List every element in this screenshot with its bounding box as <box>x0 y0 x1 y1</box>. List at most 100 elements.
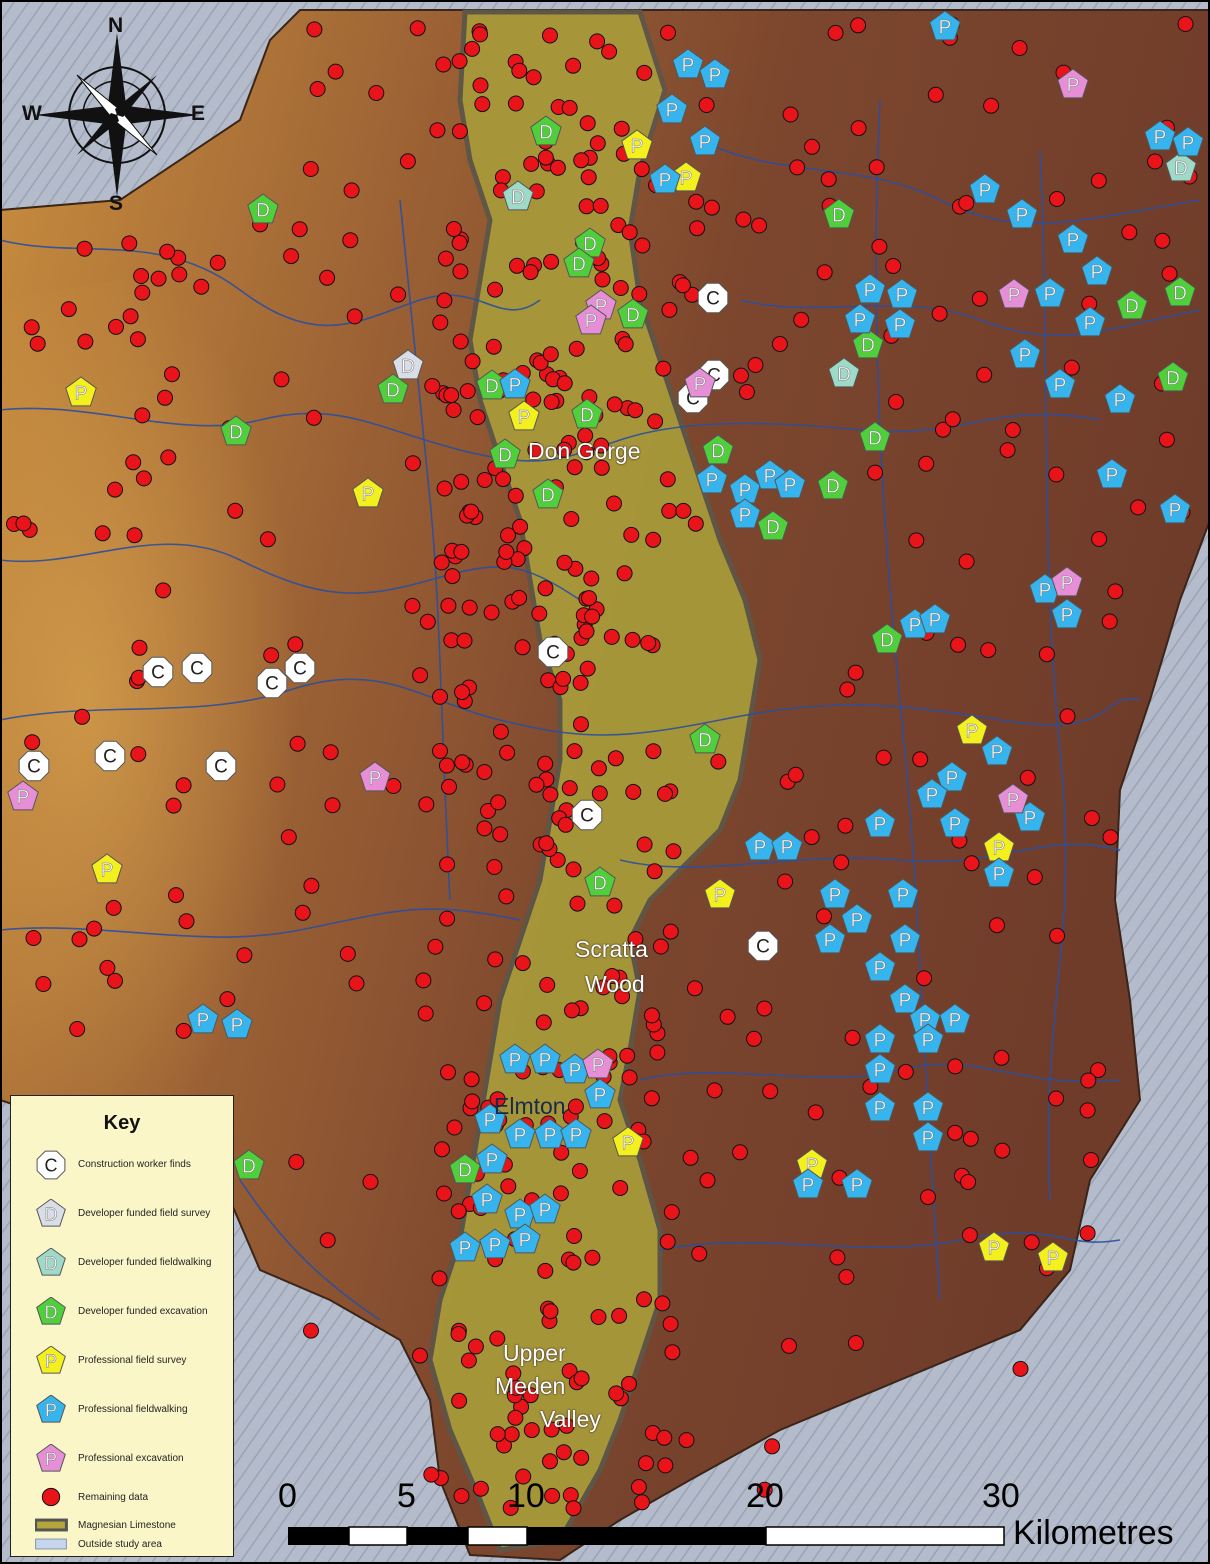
svg-text:D: D <box>580 406 594 427</box>
remaining-data-point <box>343 182 360 199</box>
svg-text:P: P <box>1169 501 1182 522</box>
remaining-data-point <box>885 258 902 274</box>
remaining-data-point <box>514 639 531 656</box>
remaining-data-point <box>691 1245 708 1262</box>
remaining-data-point <box>1083 810 1100 827</box>
remaining-data-point <box>675 502 692 519</box>
svg-text:D: D <box>1125 297 1139 318</box>
remaining-data-point <box>525 391 542 408</box>
find-symbol-45: P <box>508 400 540 431</box>
remaining-data-point <box>543 253 560 270</box>
remaining-data-point <box>535 1014 552 1031</box>
compass-s-label: S <box>109 192 124 215</box>
svg-text:P: P <box>631 137 644 158</box>
remaining-data-point <box>566 1228 583 1244</box>
remaining-data-point <box>569 895 586 912</box>
key-item-label: Magnesian Limestone <box>78 1520 176 1531</box>
key-item-7: Remaining data <box>11 1482 235 1516</box>
compass-n-label: N <box>108 14 124 37</box>
remaining-data-point <box>1049 191 1065 207</box>
svg-text:C: C <box>293 659 307 680</box>
svg-text:D: D <box>45 1204 58 1224</box>
remaining-data-point <box>432 314 449 331</box>
remaining-data-point <box>640 635 657 651</box>
svg-text:P: P <box>829 886 842 907</box>
find-symbol-48: P <box>983 831 1015 862</box>
remaining-data-point <box>592 197 609 214</box>
remaining-data-point <box>342 232 359 249</box>
svg-text:P: P <box>1008 286 1021 307</box>
remaining-data-point <box>456 632 473 649</box>
remaining-data-point <box>1158 431 1175 448</box>
remaining-data-point <box>756 1481 773 1498</box>
remaining-data-point <box>171 266 188 283</box>
remaining-data-point <box>404 597 421 614</box>
remaining-data-point <box>525 69 542 86</box>
remaining-data-point <box>777 873 794 890</box>
svg-text:P: P <box>544 1126 557 1147</box>
remaining-data-point <box>1079 1102 1096 1119</box>
remaining-data-point <box>289 735 306 752</box>
find-symbol-93: P <box>939 807 971 838</box>
remaining-data-point <box>236 947 253 964</box>
remaining-data-point <box>134 407 151 424</box>
svg-text:P: P <box>666 101 679 122</box>
find-symbol-22: D <box>377 373 409 404</box>
remaining-data-point <box>450 1326 467 1342</box>
remaining-data-point <box>1154 232 1171 249</box>
remaining-data-point <box>555 1444 572 1461</box>
key-symbol-0: C <box>36 1150 66 1180</box>
find-symbol-39: D <box>1116 289 1148 320</box>
remaining-data-point <box>850 120 867 137</box>
svg-text:P: P <box>489 1236 502 1257</box>
remaining-data-point <box>623 526 640 543</box>
label-upper: Upper <box>503 1340 566 1366</box>
remaining-data-point <box>29 335 46 352</box>
remaining-data-point <box>219 991 236 1008</box>
svg-text:P: P <box>1067 76 1080 97</box>
svg-text:D: D <box>880 631 894 652</box>
remaining-data-point <box>175 777 192 794</box>
find-symbol-105: P <box>939 1003 971 1034</box>
label-elmton: Elmton <box>494 1093 566 1119</box>
remaining-data-point <box>487 951 504 968</box>
remaining-data-point <box>983 97 1000 114</box>
remaining-data-point <box>129 331 146 348</box>
remaining-data-point <box>608 1385 625 1402</box>
find-symbol-59: P <box>689 125 721 156</box>
remaining-data-point <box>829 1249 846 1266</box>
find-symbol-107: P <box>864 1053 896 1084</box>
find-symbol-84: P <box>774 468 806 499</box>
svg-text:C: C <box>265 674 279 695</box>
remaining-data-point <box>762 1083 779 1100</box>
remaining-data-point <box>566 743 583 760</box>
remaining-data-point <box>476 995 493 1012</box>
svg-text:C: C <box>27 757 41 778</box>
remaining-data-point <box>86 920 103 937</box>
remaining-data-point <box>674 277 691 294</box>
svg-text:P: P <box>926 786 939 807</box>
find-symbol-55: P <box>929 10 961 41</box>
svg-text:P: P <box>991 743 1004 764</box>
remaining-data-point <box>489 1426 506 1443</box>
find-symbol-110: P <box>864 1091 896 1122</box>
remaining-data-point <box>688 193 705 210</box>
remaining-data-point <box>417 1005 434 1022</box>
find-symbol-99: P <box>814 923 846 954</box>
svg-text:P: P <box>939 18 952 39</box>
find-symbol-97: P <box>819 878 851 909</box>
remaining-data-point <box>1107 583 1124 600</box>
remaining-data-point <box>439 910 456 927</box>
svg-text:P: P <box>45 1351 57 1371</box>
remaining-data-point <box>596 1113 613 1130</box>
find-symbol-116: P <box>499 1043 531 1074</box>
remaining-data-point <box>327 63 344 80</box>
remaining-data-point <box>512 518 529 535</box>
find-symbol-51: P <box>796 1148 828 1179</box>
remaining-data-point <box>578 623 595 640</box>
key-symbol-3: D <box>36 1297 66 1325</box>
remaining-data-point <box>1083 1152 1099 1168</box>
remaining-data-point <box>460 1352 477 1369</box>
svg-text:P: P <box>1061 606 1074 627</box>
